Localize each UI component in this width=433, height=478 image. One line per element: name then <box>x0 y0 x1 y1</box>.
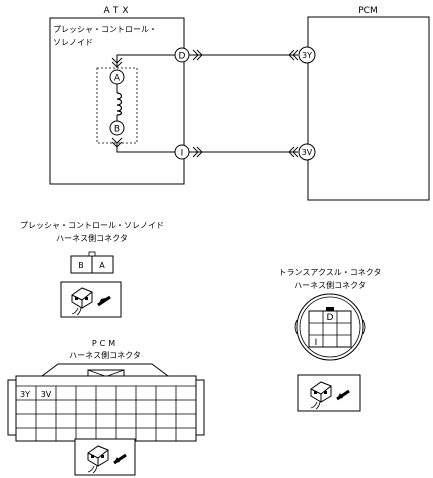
pcm-pin-3v-label: 3V <box>302 148 313 157</box>
chevron-b-icon <box>111 137 123 148</box>
solenoid-pin-a: A <box>99 261 105 270</box>
chevron-a-icon <box>111 57 123 68</box>
transaxle-connector-title-2: ハーネス側コネクタ <box>294 280 366 290</box>
transaxle-connector-face: D I <box>294 293 366 361</box>
pcm-connector-face: 3Y 3V <box>7 363 205 442</box>
pcm-connector-title-1: PCM <box>92 339 118 348</box>
chevron-3v-in-icon <box>288 146 299 158</box>
solenoid-connector-title-1: プレッシャ・コントロール・ソレノイド <box>20 221 164 230</box>
solenoid-connector-face: B A <box>70 251 114 274</box>
terminal-b <box>109 120 125 136</box>
terminal-i-label: I <box>181 149 184 159</box>
transaxle-pin-i: I <box>315 338 318 348</box>
pcm-connector-title-2: ハーネス側コネクタ <box>69 350 141 360</box>
pcm-pin-3v <box>298 143 316 161</box>
atx-box <box>49 17 185 185</box>
chevron-d-out-icon <box>192 49 203 61</box>
solenoid-label-line2: ソレノイド <box>53 38 93 47</box>
pcm-label: PCM <box>358 6 377 16</box>
terminal-a <box>109 69 125 85</box>
chevron-i-out-icon <box>192 146 203 158</box>
pcm-conn-pin-3y: 3Y <box>20 390 30 399</box>
chevron-3y-in-icon <box>288 49 299 61</box>
solenoid-connector-view-icon <box>60 281 122 318</box>
atx-label: ATX <box>103 6 132 16</box>
pcm-conn-pin-3v: 3V <box>41 390 52 399</box>
terminal-a-label: A <box>114 74 121 84</box>
pcm-pin-3y <box>298 46 316 64</box>
solenoid-connector-title-2: ハーネス側コネクタ <box>56 233 128 243</box>
terminal-d-label: D <box>179 52 186 62</box>
transaxle-connector-title-1: トランスアクスル・コネクタ <box>279 268 382 277</box>
terminal-b-label: B <box>114 125 120 135</box>
pcm-pin-3y-label: 3Y <box>302 51 312 60</box>
pcm-connector-view-icon <box>74 438 136 476</box>
solenoid-pin-b: B <box>78 261 84 270</box>
solenoid-coil-icon <box>116 92 123 116</box>
pcm-box <box>307 16 430 201</box>
wire-b-to-i <box>116 143 182 153</box>
transaxle-connector-view-icon <box>297 374 361 412</box>
transaxle-pin-d: D <box>327 313 334 323</box>
wire-d-to-a <box>116 54 182 68</box>
solenoid-label-line1: プレッシャ・コントロール・ <box>53 25 157 34</box>
